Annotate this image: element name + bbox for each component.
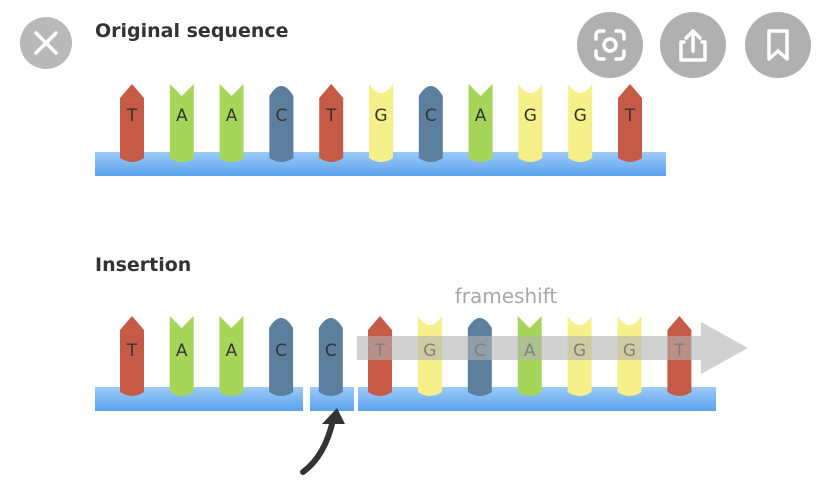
- insertion-base-letter: C: [275, 341, 287, 361]
- insertion-base-T: [120, 316, 144, 396]
- insertion-base-letter: A: [226, 341, 238, 361]
- share-icon: [679, 29, 707, 62]
- original-base-letter: A: [176, 106, 188, 126]
- original-base-A: [169, 84, 194, 162]
- original-base-letter: T: [325, 106, 337, 126]
- insertion-pointer-arrow: [300, 417, 336, 475]
- original-base-letter: A: [475, 106, 487, 126]
- insertion-base-A: [219, 316, 244, 396]
- original-base-T: [120, 84, 144, 162]
- original-base-letter: C: [425, 106, 437, 126]
- insertion-base-letter: T: [126, 341, 138, 361]
- original-base-T: [618, 84, 642, 162]
- insertion-base-C: [269, 318, 294, 396]
- original-sequence-title: Original sequence: [95, 20, 289, 42]
- visual-search-button[interactable]: [577, 12, 643, 78]
- original-base-letter: T: [126, 106, 138, 126]
- original-base-G: [568, 84, 593, 162]
- original-base-G: [369, 84, 393, 162]
- insertion-base-letter: C: [325, 341, 337, 361]
- insertion-sequence-strand: TAACCTGCAGGT: [95, 316, 716, 411]
- original-base-letter: C: [275, 106, 287, 126]
- original-base-T: [319, 84, 344, 162]
- insertion-base-letter: A: [176, 341, 188, 361]
- bookmark-icon: [767, 29, 789, 61]
- close-button[interactable]: [20, 17, 72, 69]
- original-base-C: [418, 86, 443, 162]
- frameshift-label: frameshift: [455, 284, 558, 308]
- insertion-base-C: [318, 318, 343, 396]
- bookmark-button[interactable]: [745, 12, 811, 78]
- original-base-A: [468, 84, 493, 162]
- share-button[interactable]: [660, 12, 726, 78]
- visual-search-icon: [594, 29, 626, 61]
- insertion-title: Insertion: [95, 254, 192, 276]
- original-base-A: [219, 84, 244, 162]
- frameshift-overlay: frameshift: [300, 284, 748, 475]
- close-icon: [34, 31, 58, 55]
- insertion-pointer-arrowhead: [322, 408, 345, 424]
- original-base-letter: A: [226, 106, 238, 126]
- frameshift-arrow: [357, 322, 748, 374]
- original-base-letter: G: [574, 106, 587, 126]
- original-base-letter: T: [624, 106, 636, 126]
- original-base-letter: G: [524, 106, 537, 126]
- original-base-G: [518, 84, 543, 162]
- insertion-base-A: [169, 316, 194, 396]
- original-base-letter: G: [374, 106, 387, 126]
- original-base-C: [269, 86, 294, 162]
